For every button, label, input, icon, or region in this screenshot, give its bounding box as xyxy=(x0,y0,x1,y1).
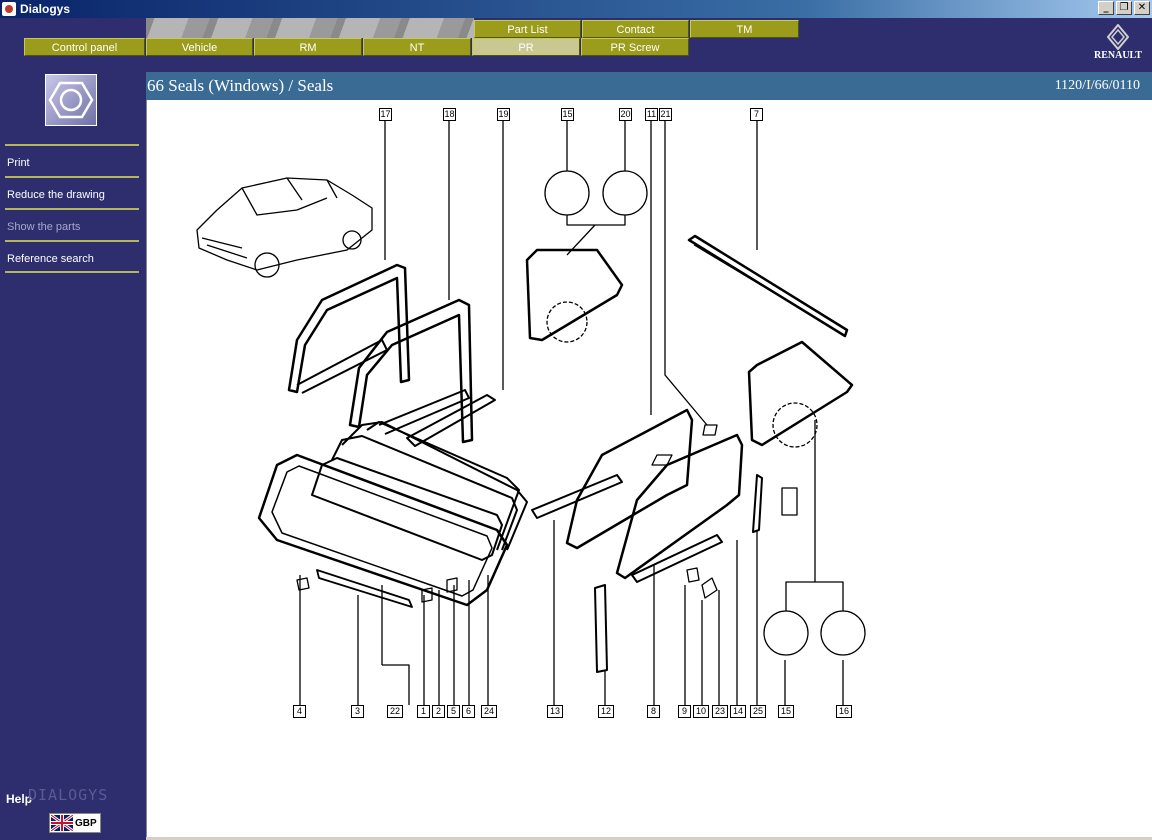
tab-contact[interactable]: Contact xyxy=(582,20,689,38)
reduce-drawing-menu-item[interactable]: Reduce the drawing xyxy=(5,176,139,206)
renault-logo: RENAULT xyxy=(1090,24,1146,70)
callout-24[interactable]: 24 xyxy=(481,705,497,718)
tab-rm[interactable]: RM xyxy=(254,38,362,56)
help-link[interactable]: Help xyxy=(6,792,33,806)
status-strip xyxy=(146,837,1152,840)
callout-13[interactable]: 13 xyxy=(547,705,563,718)
top-navigation: Part List Contact TM Control panel Vehic… xyxy=(0,18,1152,72)
tab-nt[interactable]: NT xyxy=(363,38,471,56)
callout-3[interactable]: 3 xyxy=(351,705,364,718)
callout-12[interactable]: 12 xyxy=(598,705,614,718)
renault-diamond-icon xyxy=(1107,24,1129,50)
window-title-bar: Dialogys _ ❐ ✕ xyxy=(0,0,1152,18)
callout-9[interactable]: 9 xyxy=(678,705,691,718)
callout-18[interactable]: 18 xyxy=(443,108,456,121)
callout-14[interactable]: 14 xyxy=(730,705,746,718)
dialogys-watermark: DIALOGYS xyxy=(28,786,109,804)
uk-flag-icon xyxy=(51,815,73,831)
window-title: Dialogys xyxy=(20,2,71,16)
callout-17[interactable]: 17 xyxy=(379,108,392,121)
app-icon xyxy=(2,2,16,16)
page-header: 66 Seals (Windows) / Seals 1120/I/66/011… xyxy=(146,72,1152,100)
tab-tm[interactable]: TM xyxy=(690,20,799,38)
tab-pr-screw[interactable]: PR Screw xyxy=(581,38,689,56)
callout-10[interactable]: 10 xyxy=(693,705,709,718)
callout-25[interactable]: 25 xyxy=(750,705,766,718)
callout-8[interactable]: 8 xyxy=(647,705,660,718)
callout-19[interactable]: 19 xyxy=(497,108,510,121)
sidebar: Print Reduce the drawing Show the parts … xyxy=(0,72,146,840)
callout-11[interactable]: 11 xyxy=(645,108,658,121)
reference-search-menu-item[interactable]: Reference search xyxy=(5,240,139,270)
exploded-diagram[interactable]: 17 18 19 15 20 11 21 7 4 3 22 1 2 5 6 24… xyxy=(146,100,1152,837)
minimize-button[interactable]: _ xyxy=(1098,1,1114,15)
print-menu-item[interactable]: Print xyxy=(5,144,139,174)
menu-divider xyxy=(5,271,139,273)
tab-part-list[interactable]: Part List xyxy=(474,20,581,38)
language-code: GBP xyxy=(75,817,97,829)
drawing-reference: 1120/I/66/0110 xyxy=(1054,78,1140,93)
callout-15-top[interactable]: 15 xyxy=(561,108,574,121)
tab-pr[interactable]: PR xyxy=(472,38,580,56)
callout-2[interactable]: 2 xyxy=(432,705,445,718)
language-selector[interactable]: GBP xyxy=(49,813,101,833)
callout-16[interactable]: 16 xyxy=(836,705,852,718)
callout-6[interactable]: 6 xyxy=(462,705,475,718)
callout-4[interactable]: 4 xyxy=(293,705,306,718)
callout-1[interactable]: 1 xyxy=(417,705,430,718)
decorative-stripe xyxy=(146,18,474,38)
seals-drawing xyxy=(196,120,866,705)
callout-23[interactable]: 23 xyxy=(712,705,728,718)
callout-21[interactable]: 21 xyxy=(659,108,672,121)
tab-control-panel[interactable]: Control panel xyxy=(24,38,145,56)
car-illustration-icon xyxy=(196,177,373,278)
callout-7[interactable]: 7 xyxy=(750,108,763,121)
show-parts-menu-item[interactable]: Show the parts xyxy=(5,208,139,238)
close-button[interactable]: ✕ xyxy=(1134,1,1150,15)
page-title: 66 Seals (Windows) / Seals xyxy=(147,76,334,95)
hex-nut-icon xyxy=(45,74,97,126)
window-controls: _ ❐ ✕ xyxy=(1098,1,1150,15)
callout-22[interactable]: 22 xyxy=(387,705,403,718)
callout-20[interactable]: 20 xyxy=(619,108,632,121)
callout-5[interactable]: 5 xyxy=(447,705,460,718)
brand-logo-text: RENAULT xyxy=(1094,50,1142,61)
callout-15-bottom[interactable]: 15 xyxy=(778,705,794,718)
tab-vehicle[interactable]: Vehicle xyxy=(146,38,253,56)
restore-button[interactable]: ❐ xyxy=(1116,1,1132,15)
